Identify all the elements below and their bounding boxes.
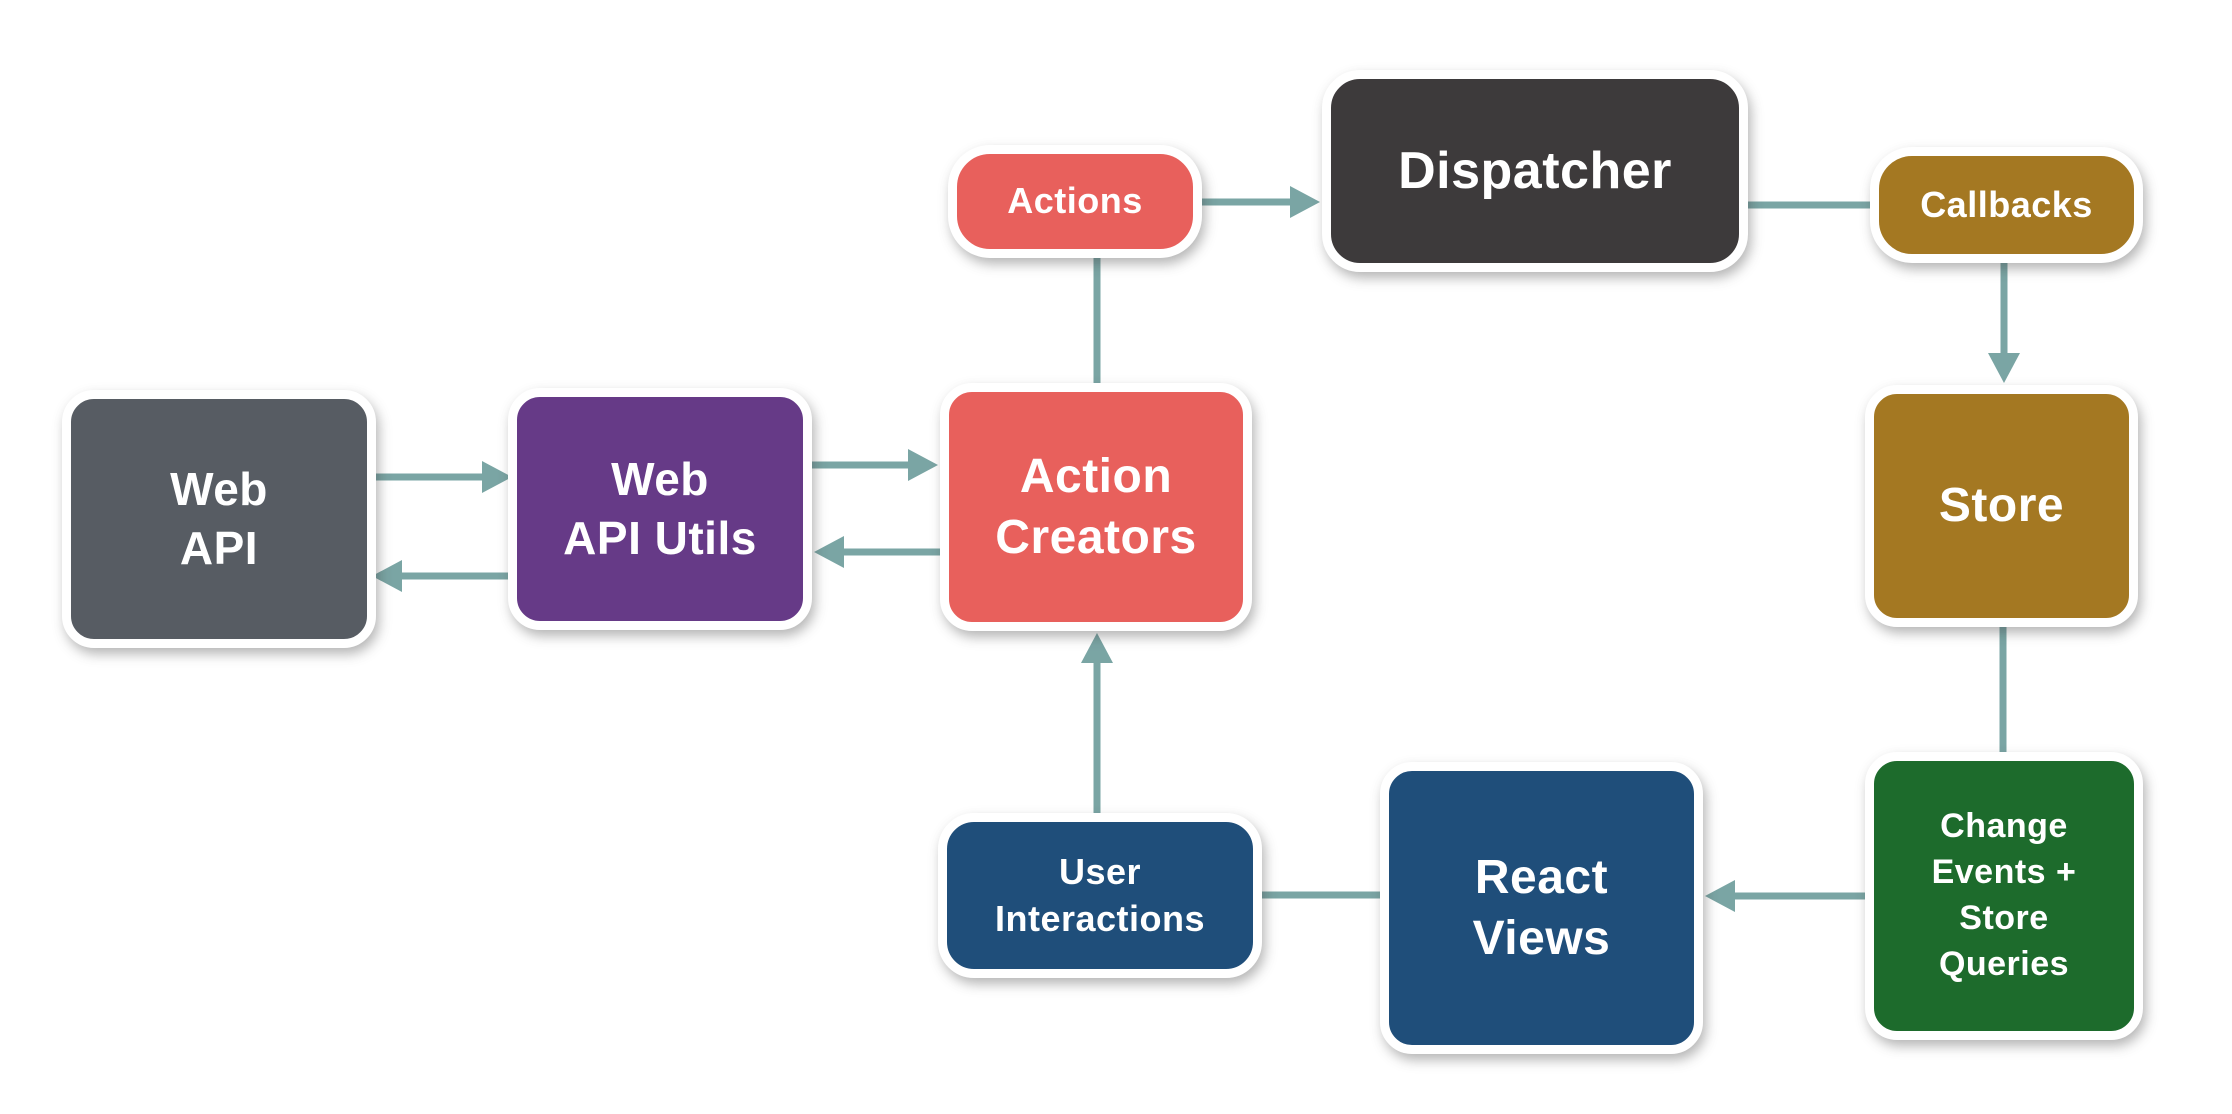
node-react-views: React Views (1380, 762, 1703, 1054)
node-callbacks: Callbacks (1870, 147, 2143, 263)
node-change-events-label-line4: Queries (1938, 944, 2070, 983)
node-action-creators: Action Creators (940, 383, 1252, 631)
node-change-events-label-line3: Store (1959, 899, 2049, 937)
node-change-events: Change Events + Store Queries (1865, 752, 2143, 1040)
node-web-api-utils-label-line2: API Utils (563, 512, 757, 564)
node-dispatcher: Dispatcher (1322, 70, 1748, 272)
node-store-label: Store (1938, 479, 2065, 533)
node-actions: Actions (948, 145, 1202, 258)
edge-web-api-to-web-api-utils (376, 461, 512, 493)
node-user-interactions-label-line1: User (1058, 851, 1142, 893)
node-change-events-label-line2: Events + (1931, 853, 2077, 892)
node-web-api: Web API (62, 390, 376, 648)
node-web-api-utils-label-line1: Web (611, 453, 709, 506)
node-actions-label: Actions (1007, 180, 1143, 222)
node-react-views-label-line1: React (1474, 850, 1609, 904)
node-dispatcher-label: Dispatcher (1398, 141, 1672, 200)
edge-callbacks-to-store (1988, 263, 2020, 383)
edge-web-api-utils-to-web-api (372, 560, 508, 592)
edge-actions-to-dispatcher (1202, 186, 1320, 218)
node-user-interactions: User Interactions (938, 813, 1262, 978)
node-action-creators-label-line1: Action (1019, 449, 1173, 503)
edge-action-creators-to-web-api-utils (814, 536, 940, 568)
node-web-api-label-line2: API (179, 522, 259, 574)
node-callbacks-label: Callbacks (1920, 183, 2093, 225)
edge-user-interactions-to-action-creators (1081, 633, 1113, 813)
edge-web-api-utils-to-action-creators (812, 449, 938, 481)
node-user-interactions-label-line2: Interactions (994, 897, 1206, 939)
node-react-views-label-line2: Views (1472, 912, 1611, 965)
node-change-events-label-line1: Change (1940, 807, 2068, 846)
edge-change-events-to-react-views (1705, 880, 1865, 912)
node-web-api-utils: Web API Utils (508, 388, 812, 630)
node-store: Store (1865, 385, 2138, 627)
node-web-api-label-line1: Web (170, 463, 268, 516)
node-action-creators-label-line2: Creators (995, 511, 1197, 564)
